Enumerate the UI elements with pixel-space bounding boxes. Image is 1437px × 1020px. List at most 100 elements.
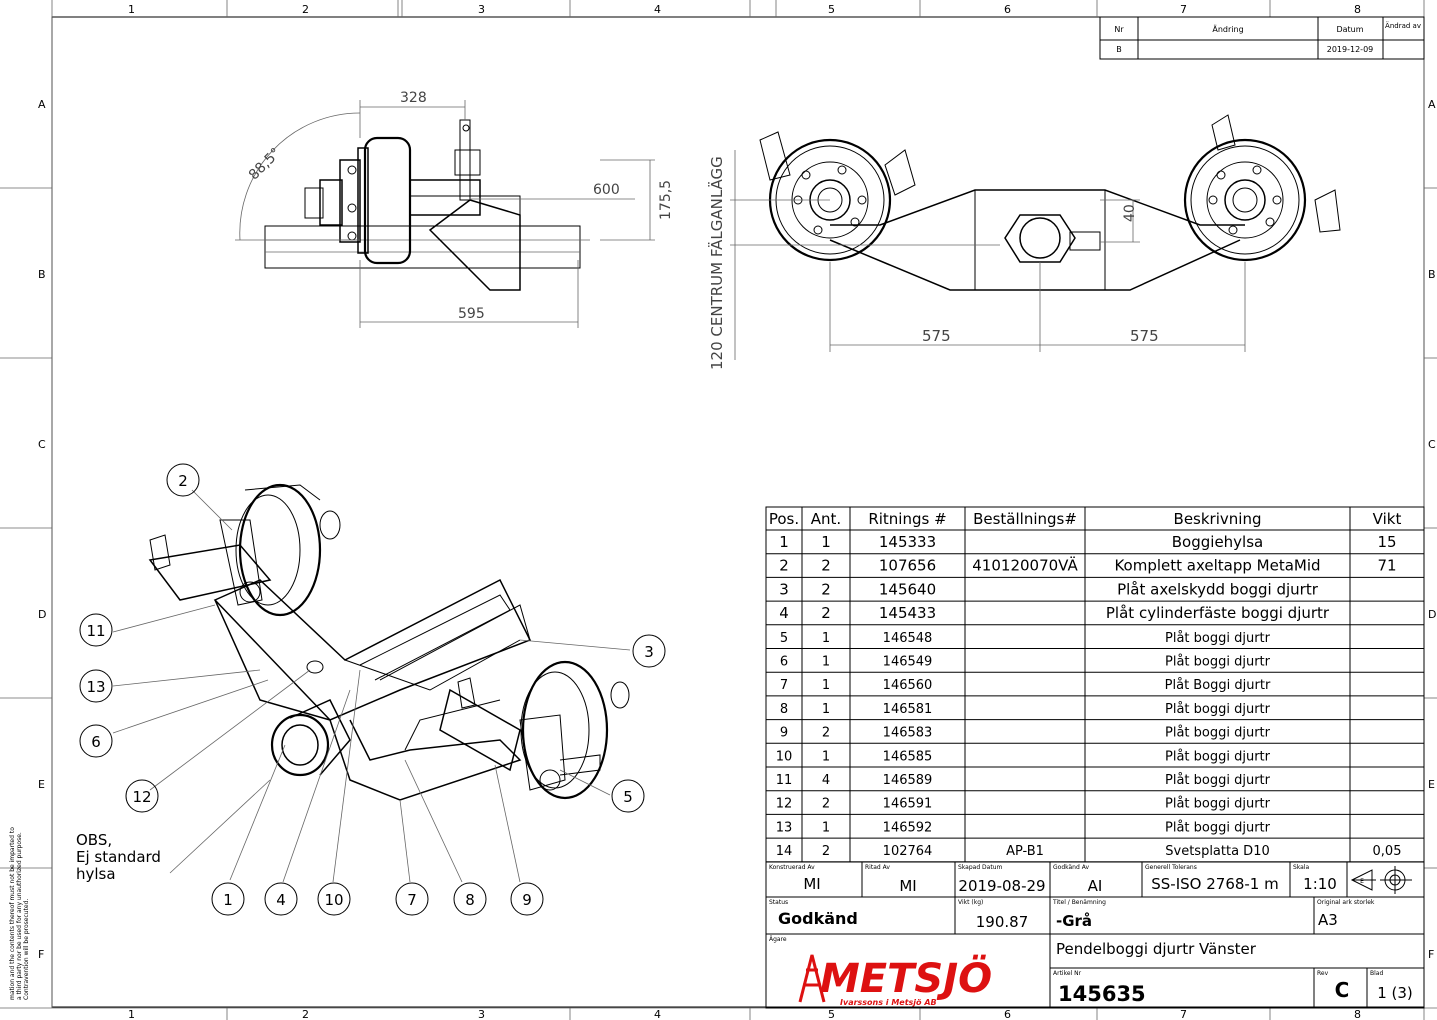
value-ark: A3 xyxy=(1318,911,1338,929)
value-artikel: 145635 xyxy=(1058,982,1146,1006)
col-label-7: 7 xyxy=(1180,3,1187,16)
bom-cell-ant: 1 xyxy=(822,631,830,646)
bom-cell-beskr: Plåt axelskydd boggi djurtr xyxy=(1117,580,1319,598)
col-label-5: 5 xyxy=(828,3,835,16)
bom-cell-ritning: 146583 xyxy=(883,726,933,741)
svg-text:13: 13 xyxy=(86,678,105,696)
bom-cell-ritning: 146560 xyxy=(883,678,933,693)
row-label-a-right: A xyxy=(1428,98,1436,111)
row-label-b-right: B xyxy=(1428,268,1436,281)
svg-text:2: 2 xyxy=(178,472,188,490)
svg-text:E: E xyxy=(1360,878,1364,885)
bom-cell-pos: 3 xyxy=(779,580,789,598)
col-label-1: 1 xyxy=(128,3,135,16)
bom-cell-ant: 2 xyxy=(821,557,831,575)
col-label-6: 6 xyxy=(1004,3,1011,16)
svg-text:6: 6 xyxy=(91,733,101,751)
bom-cell-ant: 2 xyxy=(822,797,830,812)
bom-cell-ritning: 146548 xyxy=(883,631,933,646)
confidential-notice: mation and the contents thereof must not… xyxy=(9,827,30,1000)
bom-cell-ant: 4 xyxy=(822,773,830,788)
bom-cell-ritning: 102764 xyxy=(883,844,933,859)
svg-text:7: 7 xyxy=(407,891,417,909)
dim-575-left: 575 xyxy=(922,327,951,345)
bom-cell-ant: 2 xyxy=(821,604,831,622)
balloon-9 xyxy=(510,882,544,916)
bom-cell-pos: 8 xyxy=(780,702,788,717)
svg-text:mation and the contents thereo: mation and the contents thereof must not… xyxy=(9,827,16,1000)
balloon-6 xyxy=(79,724,113,758)
col-label-2-bottom: 2 xyxy=(302,1008,309,1020)
label-agare: Ägare xyxy=(769,936,787,943)
bom-header-ant: Ant. xyxy=(811,510,841,528)
bom-cell-beskr: Plåt boggi djurtr xyxy=(1165,655,1271,670)
label-artikel: Artikel Nr xyxy=(1053,970,1082,977)
row-label-c: C xyxy=(38,438,46,451)
bom-cell-ritning: 146592 xyxy=(883,820,933,835)
dim-595: 595 xyxy=(458,306,485,322)
label-tolerans: Generell Tolerans xyxy=(1145,864,1197,871)
bom-cell-beskr: Plåt boggi djurtr xyxy=(1165,773,1271,788)
rev-header-nr: Nr xyxy=(1114,25,1124,34)
row-label-d: D xyxy=(38,608,46,621)
value-skala: 1:10 xyxy=(1303,875,1337,893)
col-label-7-bottom: 7 xyxy=(1180,1008,1187,1020)
metsjo-logo: METSJÖ Ivarssons i Metsjö AB xyxy=(798,954,992,1007)
bom-cell-ritning: 145333 xyxy=(879,533,936,551)
balloon-13 xyxy=(79,669,113,703)
svg-text:4: 4 xyxy=(276,891,286,909)
bom-header-vikt: Vikt xyxy=(1373,510,1402,528)
note-obs: OBS, xyxy=(76,831,112,849)
svg-text:Ivarssons i Metsjö AB: Ivarssons i Metsjö AB xyxy=(840,998,937,1007)
dim-575-right: 575 xyxy=(1130,327,1159,345)
row-label-f-right: F xyxy=(1428,948,1434,961)
rev-header-by: Ändrad av xyxy=(1385,21,1421,30)
balloon-4 xyxy=(264,882,298,916)
label-rev: Rev xyxy=(1317,970,1329,977)
dim-angle: 88,5° xyxy=(246,145,284,183)
bom-cell-pos: 14 xyxy=(776,844,793,859)
value-blad: 1 (3) xyxy=(1377,984,1413,1002)
bom-cell-beskr: Plåt boggi djurtr xyxy=(1165,631,1271,646)
bom-header-ritning: Ritnings # xyxy=(868,510,946,528)
bom-cell-beskr: Plåt boggi djurtr xyxy=(1165,726,1271,741)
row-label-e-right: E xyxy=(1428,778,1435,791)
rev-row-nr: B xyxy=(1116,45,1122,54)
bom-cell-ritning: 145433 xyxy=(879,604,936,622)
row-label-a: A xyxy=(38,98,46,111)
wheel-right xyxy=(1183,138,1307,262)
balloon-8 xyxy=(453,882,487,916)
svg-text:3: 3 xyxy=(644,643,654,661)
rev-header-change: Ändring xyxy=(1212,24,1243,34)
bom-cell-ant: 1 xyxy=(822,749,830,764)
label-vikt: Vikt (kg) xyxy=(958,899,983,906)
svg-text:a third party nor be used for: a third party nor be used for any unauth… xyxy=(16,832,23,1000)
label-status: Status xyxy=(769,899,788,906)
svg-text:1: 1 xyxy=(223,891,233,909)
balloon-11 xyxy=(79,613,113,647)
bom-cell-beskr: Plåt boggi djurtr xyxy=(1165,797,1271,812)
bom-cell-ant: 2 xyxy=(822,844,830,859)
iso-wheel-upper xyxy=(238,483,322,617)
value-godkand-av: AI xyxy=(1088,877,1103,895)
dim-175: 175,5 xyxy=(658,180,674,220)
label-ritad: Ritad Av xyxy=(865,864,890,871)
balloon-1 xyxy=(211,882,245,916)
bom-cell-pos: 4 xyxy=(779,604,789,622)
label-konstruerad: Konstruerad Av xyxy=(769,864,815,871)
balloon-12 xyxy=(125,779,159,813)
bom-cell-beskr: Plåt cylinderfäste boggi djurtr xyxy=(1106,604,1330,622)
bom-cell-beskr: Boggiehylsa xyxy=(1172,533,1263,551)
bom-cell-pos: 6 xyxy=(780,655,788,670)
projection-symbol-icon: E xyxy=(1350,866,1412,894)
bom-cell-beskr: Plåt boggi djurtr xyxy=(1165,702,1271,717)
value-ritad: MI xyxy=(899,877,916,895)
label-skapad: Skapad Datum xyxy=(958,864,1003,871)
bom-cell-pos: 10 xyxy=(776,749,793,764)
label-skala: Skala xyxy=(1293,864,1310,871)
balloon-10 xyxy=(317,882,351,916)
isometric-view: 2 11 13 6 12 3 5 1 4 10 7 8 9 OBS, Ej st… xyxy=(76,463,666,916)
col-label-2: 2 xyxy=(302,3,309,16)
svg-text:Contravention will be prosecut: Contravention will be prosecuted. xyxy=(23,899,30,1000)
dim-328: 328 xyxy=(400,90,427,106)
